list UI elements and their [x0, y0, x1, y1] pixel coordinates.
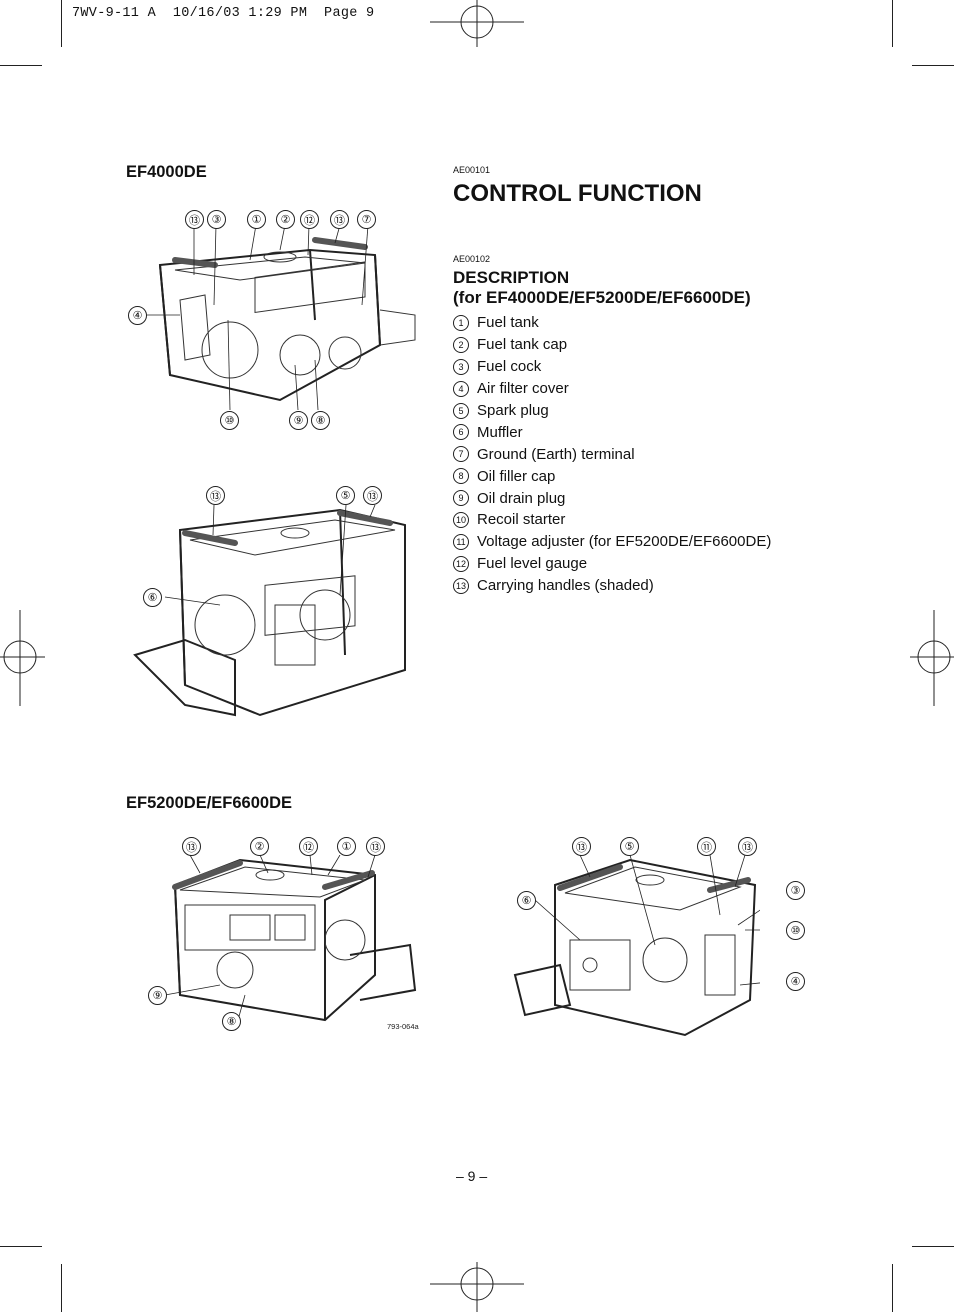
- item-label: Oil drain plug: [477, 489, 566, 507]
- list-item: 10 Recoil starter: [453, 509, 771, 531]
- callout-13: ⑬: [330, 210, 349, 229]
- callout-8: ⑧: [222, 1012, 241, 1031]
- item-number: 3: [453, 358, 469, 375]
- ef5200-rear-illustration: [513, 855, 760, 1037]
- callout-13: ⑬: [572, 837, 591, 856]
- ef5200-title: EF5200DE/EF6600DE: [126, 794, 293, 812]
- callout-3: ③: [207, 210, 226, 229]
- list-item: 9 Oil drain plug: [453, 487, 771, 509]
- item-label: Fuel cock: [477, 358, 542, 376]
- section-title: CONTROL FUNCTION: [453, 180, 702, 207]
- callout-9: ⑨: [148, 986, 167, 1005]
- parts-list: 1 Fuel tank 2 Fuel tank cap 3 Fuel cock 4 Ai…: [453, 312, 771, 597]
- callout-2: ②: [276, 210, 295, 229]
- item-number: 11: [453, 533, 469, 550]
- description-code: AE00102: [453, 254, 491, 264]
- callout-13: ⑬: [363, 486, 382, 505]
- callout-4: ④: [128, 306, 147, 325]
- callout-13: ⑬: [366, 837, 385, 856]
- item-label: Fuel level gauge: [477, 555, 588, 573]
- list-item: 6 Muffler: [453, 421, 771, 443]
- callout-5: ⑤: [620, 837, 639, 856]
- callout-12: ⑫: [299, 837, 318, 856]
- list-item: 13 Carrying handles (shaded): [453, 575, 771, 597]
- item-label: Ground (Earth) terminal: [477, 445, 635, 463]
- page-number: – 9 –: [456, 1168, 488, 1184]
- callout-13: ⑬: [185, 210, 204, 229]
- ef4000-title: EF4000DE: [126, 163, 207, 181]
- list-item: 4 Air filter cover: [453, 378, 771, 400]
- callout-13: ⑬: [206, 486, 225, 505]
- description-title-line1: DESCRIPTION: [453, 268, 570, 287]
- callout-6: ⑥: [517, 891, 536, 910]
- item-label: Voltage adjuster (for EF5200DE/EF6600DE): [477, 533, 772, 551]
- description-title-line2: (for EF4000DE/EF5200DE/EF6600DE): [453, 288, 751, 307]
- ef5200-front-illustration: 793-064a: [164, 855, 420, 1030]
- item-number: 7: [453, 446, 469, 463]
- item-label: Air filter cover: [477, 380, 569, 398]
- callout-10: ⑩: [786, 921, 805, 940]
- item-number: 10: [453, 511, 469, 528]
- list-item: 1 Fuel tank: [453, 312, 771, 334]
- list-item: 2 Fuel tank cap: [453, 334, 771, 356]
- registration-mark-top: [430, 0, 524, 47]
- ef4000-rear-illustration: [133, 505, 406, 717]
- callout-1: ①: [247, 210, 266, 229]
- callout-10: ⑩: [220, 411, 239, 430]
- callout-12: ⑫: [300, 210, 319, 229]
- registration-mark-bottom: [430, 1262, 524, 1312]
- item-label: Oil filler cap: [477, 467, 556, 485]
- ef4000-front-illustration: [145, 225, 416, 411]
- callout-6: ⑥: [143, 588, 162, 607]
- list-item: 3 Fuel cock: [453, 356, 771, 378]
- callout-2: ②: [250, 837, 269, 856]
- registration-mark-left: [0, 610, 45, 706]
- list-item: 11 Voltage adjuster (for EF5200DE/EF6600D…: [453, 531, 771, 553]
- item-number: 13: [453, 577, 469, 594]
- item-number: 2: [453, 336, 469, 353]
- callout-7: ⑦: [357, 210, 376, 229]
- description-title: DESCRIPTION (for EF4000DE/EF5200DE/EF660…: [453, 268, 751, 308]
- section-code: AE00101: [453, 165, 491, 175]
- callout-3: ③: [786, 881, 805, 900]
- callout-11: ⑪: [697, 837, 716, 856]
- item-label: Spark plug: [477, 402, 549, 419]
- item-label: Recoil starter: [477, 511, 566, 529]
- callout-4: ④: [786, 972, 805, 991]
- item-label: Fuel tank: [477, 314, 539, 332]
- list-item: 8 Oil filler cap: [453, 465, 771, 487]
- item-number: 8: [453, 468, 469, 485]
- list-item: 7 Ground (Earth) terminal: [453, 443, 771, 465]
- registration-mark-right: [910, 610, 954, 706]
- figure-code: 793-064a: [387, 1022, 420, 1030]
- printer-header-line: 7WV-9-11 A 10/16/03 1:29 PM Page 9: [72, 6, 375, 21]
- item-number: 12: [453, 555, 469, 572]
- item-label: Muffler: [477, 423, 523, 441]
- item-label: Fuel tank cap: [477, 336, 568, 354]
- callout-9: ⑨: [289, 411, 308, 430]
- callout-13: ⑬: [738, 837, 757, 856]
- item-number: 6: [453, 424, 469, 441]
- item-number: 4: [453, 380, 469, 397]
- item-number: 5: [453, 402, 469, 419]
- callout-5: ⑤: [336, 486, 355, 505]
- item-number: 9: [453, 490, 469, 507]
- callout-13: ⑬: [182, 837, 201, 856]
- item-label: Carrying handles (shaded): [477, 577, 654, 595]
- callout-1: ①: [337, 837, 356, 856]
- list-item: 5 Spark plug: [453, 400, 771, 422]
- item-number: 1: [453, 314, 469, 331]
- callout-8: ⑧: [311, 411, 330, 430]
- list-item: 12 Fuel level gauge: [453, 553, 771, 575]
